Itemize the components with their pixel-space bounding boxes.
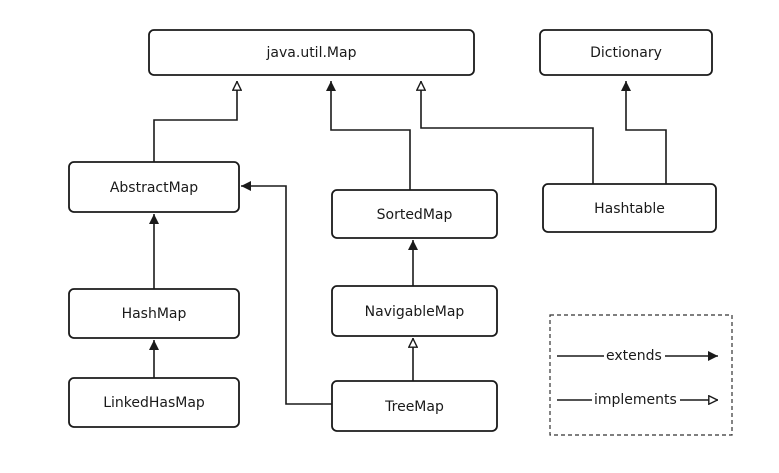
- edge-hashtable-implements-map: [421, 81, 594, 184]
- node-hash-map-box: [68, 288, 240, 339]
- edge-treemap-extends-abstractmap: [241, 181, 332, 405]
- node-linked-has-map-label: LinkedHasMap: [103, 395, 205, 411]
- node-hashtable-box: [542, 183, 717, 233]
- node-hashtable: Hashtable: [542, 183, 717, 233]
- connectors: [149, 81, 667, 405]
- node-hashtable-label: Hashtable: [594, 201, 665, 217]
- legend-frame: [549, 314, 733, 436]
- node-abstract-map: AbstractMap: [68, 161, 240, 213]
- node-dictionary-box: [539, 29, 713, 76]
- node-map-label: java.util.Map: [266, 45, 357, 61]
- node-map-box: [148, 29, 475, 76]
- node-abstract-map-box: [68, 161, 240, 213]
- node-tree-map: TreeMap: [331, 380, 498, 432]
- legend-extends-label: extends: [606, 348, 662, 364]
- edge-hashtable-extends-dictionary: [621, 81, 667, 184]
- node-linked-has-map: LinkedHasMap: [68, 377, 240, 428]
- legend: extends implements: [549, 314, 733, 436]
- edge-abstractmap-implements-map: [153, 81, 237, 162]
- node-tree-map-label: TreeMap: [384, 399, 444, 415]
- node-sorted-map: SortedMap: [331, 189, 498, 239]
- legend-implements-label: implements: [594, 392, 677, 408]
- node-navigable-map: NavigableMap: [331, 285, 498, 337]
- node-navigable-map-label: NavigableMap: [365, 304, 465, 320]
- legend-implements: implements: [557, 392, 718, 408]
- node-linked-has-map-box: [68, 377, 240, 428]
- node-hash-map: HashMap: [68, 288, 240, 339]
- node-tree-map-box: [331, 380, 498, 432]
- node-sorted-map-label: SortedMap: [377, 207, 453, 223]
- node-sorted-map-box: [331, 189, 498, 239]
- edge-sortedmap-extends-map: [326, 81, 411, 190]
- legend-extends: extends: [557, 348, 718, 364]
- node-map: java.util.Map: [148, 29, 475, 76]
- node-abstract-map-label: AbstractMap: [110, 180, 198, 196]
- node-hash-map-label: HashMap: [122, 306, 187, 322]
- node-dictionary-label: Dictionary: [590, 45, 662, 61]
- node-dictionary: Dictionary: [539, 29, 713, 76]
- node-navigable-map-box: [331, 285, 498, 337]
